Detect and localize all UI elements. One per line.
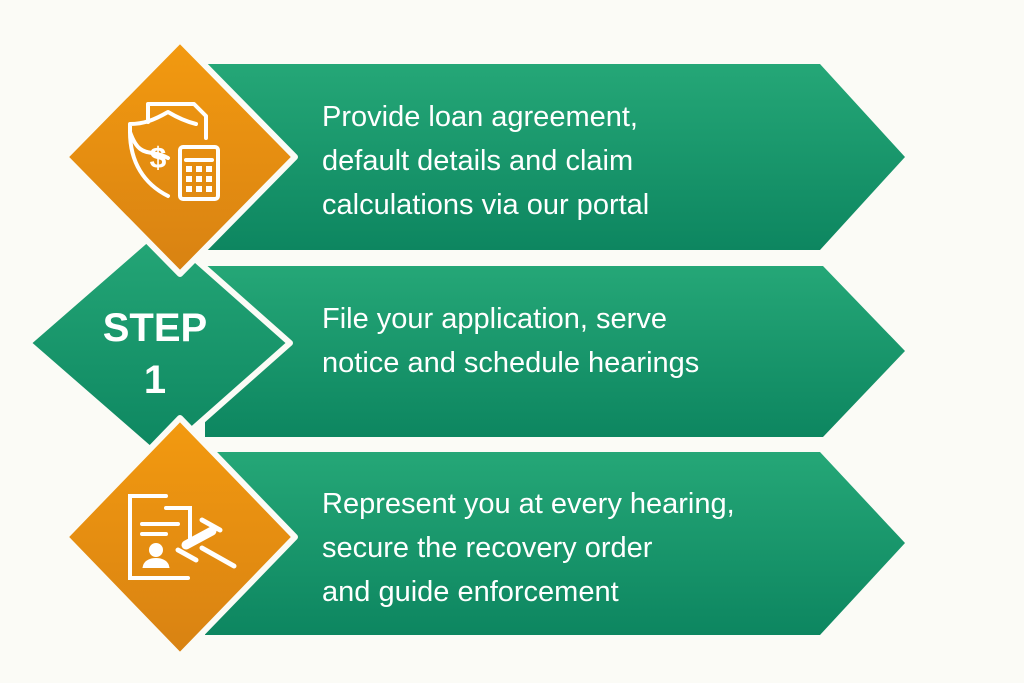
text-line: secure the recovery order xyxy=(322,532,653,564)
shield-dollar-calculator-icon: $ xyxy=(128,102,220,201)
step-badge: STEP 1 xyxy=(90,302,220,406)
text-line: notice and schedule hearings xyxy=(322,347,700,379)
step-banner-2 xyxy=(205,266,905,437)
text-line: and guide enforcement xyxy=(322,576,619,608)
step-banner-3 xyxy=(205,452,905,635)
text-line: Provide loan agreement, xyxy=(322,101,638,133)
step-number: 1 xyxy=(143,358,167,402)
text-line: calculations via our portal xyxy=(322,189,650,221)
step-2-text: File your application, serve notice and … xyxy=(322,297,699,385)
step-1-text: Provide loan agreement, default details … xyxy=(322,95,649,227)
text-line: File your application, serve xyxy=(322,303,667,335)
step-3-text: Represent you at every hearing, secure t… xyxy=(322,482,735,614)
svg-text:$: $ xyxy=(150,142,167,175)
step-banner-1 xyxy=(205,64,905,250)
document-gavel-icon xyxy=(128,494,237,580)
step-label: STEP xyxy=(102,306,208,350)
orange-diamond-3 xyxy=(62,415,298,659)
text-line: default details and claim xyxy=(322,145,634,177)
text-line: Represent you at every hearing, xyxy=(322,488,735,520)
